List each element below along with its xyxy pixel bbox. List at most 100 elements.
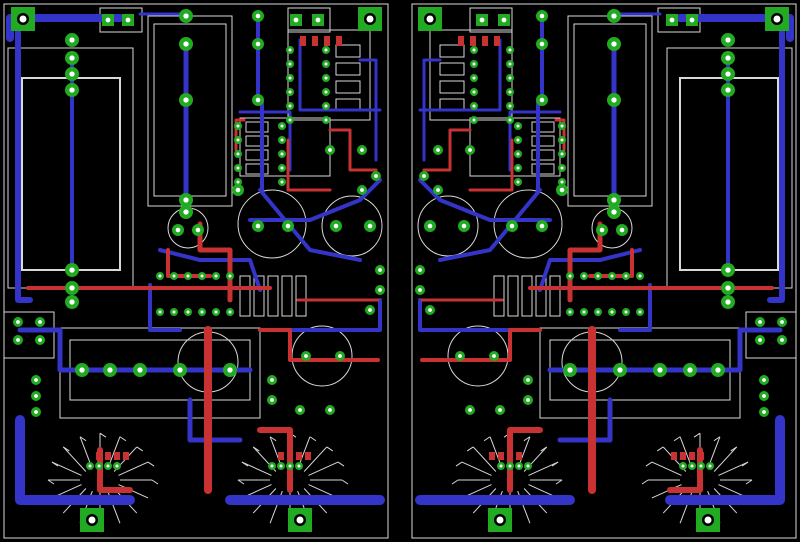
cross-trace-2: [258, 188, 362, 262]
misc-pad-hole: [328, 408, 332, 412]
heatsink-left-fin-tip: [151, 479, 159, 485]
heatsink-right-fin-tip: [455, 461, 463, 467]
cap-lead-pad-hole: [195, 227, 201, 233]
connector-pad-hole: [762, 410, 766, 414]
connector-pad-hole: [762, 378, 766, 382]
resistor-body: [281, 275, 293, 317]
resistor-pad-hole: [288, 104, 292, 108]
small-resistor: [245, 121, 269, 133]
heatsink-left-fin: [651, 461, 682, 476]
heatsink-right: [451, 432, 563, 527]
heatsink-right-fin-tip: [551, 461, 559, 467]
ground-plane-trace: [665, 415, 785, 505]
smd-pad: [123, 452, 129, 460]
heatsink-right-fin-tip: [309, 436, 317, 442]
smd-pad: [324, 36, 330, 46]
heatsink-right-fin: [461, 461, 492, 476]
resistor-body: [239, 275, 251, 317]
smd-pad: [287, 452, 293, 460]
terminal-pad-hole: [501, 17, 507, 23]
cap-c2: [417, 195, 479, 257]
heatsink-right-fin-tip: [483, 436, 491, 442]
transistor-pad-hole: [582, 274, 586, 278]
heatsink-right-fin-tip: [523, 436, 531, 442]
cap-pad-hole: [69, 299, 75, 305]
heatsink-transistor-pad-hole: [499, 464, 503, 468]
heatsink-left-fin-tip: [119, 436, 127, 442]
cap-lead-pad-hole: [539, 223, 545, 229]
small-resistor: [245, 135, 269, 147]
cap-lead-pad-hole: [599, 227, 605, 233]
resistor-pad-hole: [324, 118, 328, 122]
resistor-pad-hole: [560, 166, 564, 170]
top-trace: [422, 128, 472, 172]
signal-trace: [422, 58, 442, 162]
resistor-pad-hole: [472, 104, 476, 108]
transistor-pad-hole: [610, 274, 614, 278]
heatsink-transistor-pad-hole: [115, 464, 119, 468]
inductor-pad-hole: [715, 367, 721, 373]
smd-pad: [114, 452, 120, 460]
via-pad-hole: [255, 13, 261, 19]
board-outline: [411, 3, 797, 539]
misc-pad-hole: [378, 268, 382, 272]
signal-trace: [187, 397, 243, 443]
heatsink-right-fin-tip: [337, 461, 345, 467]
top-trace: [588, 248, 634, 278]
small-resistor: [531, 149, 555, 161]
misc-pad-hole: [428, 308, 432, 312]
transistor-pad-hole: [200, 310, 204, 314]
resistor-pad-hole: [472, 118, 476, 122]
misc-pad-hole: [304, 354, 308, 358]
heatsink-left-fin: [118, 461, 149, 476]
resistor-pad-hole: [560, 152, 564, 156]
resistor-pad-hole: [324, 104, 328, 108]
smd-pad: [296, 452, 302, 460]
inductor-pad-hole: [137, 367, 143, 373]
board-outline: [3, 3, 389, 539]
heatsink-right-fin: [528, 461, 559, 476]
misc-pad-hole: [498, 408, 502, 412]
small-resistor: [531, 135, 555, 147]
connector-pad-hole: [34, 410, 38, 414]
small-resistor: [439, 62, 465, 76]
mount-hole-bottom-left-hole: [704, 516, 712, 524]
heatsink-transistor-pad-hole: [699, 464, 703, 468]
cap-c1: [493, 189, 563, 259]
resistor-pad-hole: [508, 90, 512, 94]
signal-trace: [158, 248, 262, 292]
resistor-pad-hole: [560, 138, 564, 142]
cap-lead-pad-hole: [333, 223, 339, 229]
transistor-pad-hole: [228, 310, 232, 314]
resistor-body: [507, 275, 519, 317]
block-pad-hole: [183, 41, 189, 47]
power-trace: [767, 27, 785, 303]
signal-trace: [618, 283, 652, 332]
heatsink-left-fin-tip: [136, 446, 144, 452]
cap-lead-pad-hole: [175, 227, 181, 233]
resistor-pad-hole: [516, 180, 520, 184]
block-pad-hole: [611, 209, 617, 215]
small-resistor: [335, 44, 361, 58]
misc-pad-hole: [328, 148, 332, 152]
signal-trace: [238, 110, 292, 172]
heatsink-right-fin: [472, 446, 497, 472]
misc-pad-hole: [468, 148, 472, 152]
small-resistor: [335, 80, 361, 94]
heatsink-transistor-pad-hole: [97, 464, 101, 468]
block-pad-hole: [611, 97, 617, 103]
heatsink-left-fin-tip: [693, 432, 701, 438]
heatsink-left-fin-tip: [713, 436, 721, 442]
resistor-pad-hole: [472, 62, 476, 66]
resistor-pad-hole: [516, 166, 520, 170]
heatsink-left-fin-tip: [656, 446, 664, 452]
resistor-body: [295, 275, 307, 317]
resistor-pad-hole: [324, 48, 328, 52]
misc-pad-hole: [458, 354, 462, 358]
cap-pad-hole: [725, 37, 731, 43]
heatsink-transistor-pad-hole: [517, 464, 521, 468]
connector-pad-hole: [34, 394, 38, 398]
cap-pad-hole: [725, 71, 731, 77]
resistor-pad-hole: [472, 90, 476, 94]
